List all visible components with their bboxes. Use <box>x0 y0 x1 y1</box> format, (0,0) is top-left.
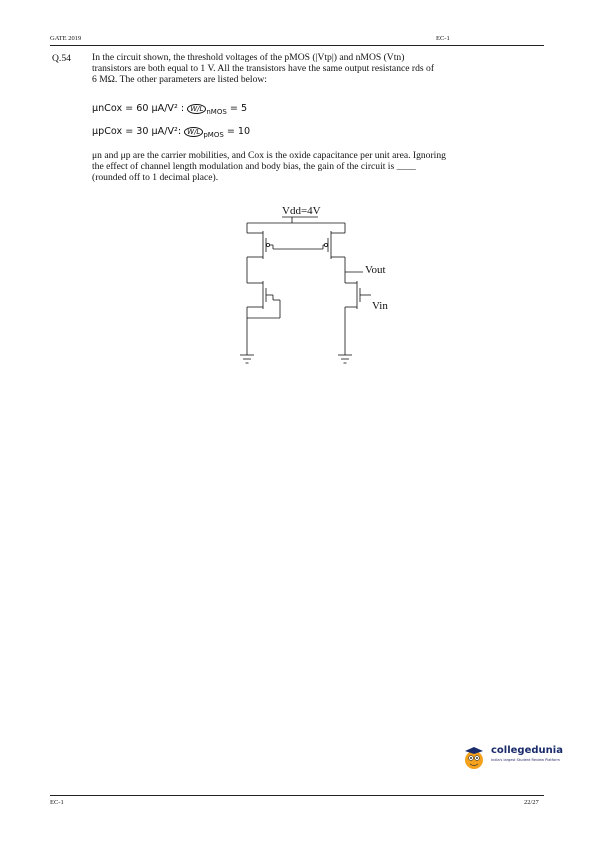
param-pmos-subscript: pMOS <box>203 131 224 139</box>
collegedunia-wordmark: collegedunia <box>491 745 563 756</box>
param-nmos-lhs: μnCox = 60 μA/V² : <box>92 103 185 114</box>
question-number: Q.54 <box>52 53 71 64</box>
question-intro-line-1: In the circuit shown, the threshold volt… <box>92 52 405 63</box>
param-nmos-value: = 5 <box>229 103 248 114</box>
param-pmos-value: = 10 <box>226 126 251 137</box>
question-body-line-3: (rounded off to 1 decimal place). <box>92 172 219 183</box>
question-body-line-2: the effect of channel length modulation … <box>92 161 416 172</box>
question-intro-line-2: transistors are both equal to 1 V. All t… <box>92 62 435 74</box>
question-intro-line-3: 6 MΩ. The other parameters are listed be… <box>92 73 267 85</box>
collegedunia-logo-icon <box>465 747 483 769</box>
header-exam-name: GATE 2019 <box>50 35 82 42</box>
param-nmos-subscript: nMOS <box>206 108 227 116</box>
pmos-right-gate-bubble <box>324 243 329 248</box>
header-paper-code: EC-1 <box>436 35 450 42</box>
param-pmos-lhs: μpCox = 30 μA/V²: <box>92 126 182 137</box>
footer-page-number: 22/27 <box>524 799 539 806</box>
vout-label: Vout <box>365 264 386 276</box>
footer-paper-code: EC-1 <box>50 799 64 806</box>
vdd-label: Vdd=4V <box>282 205 321 217</box>
question-body-line-1: μn and μp are the carrier mobilities, an… <box>92 150 446 161</box>
question-intro: In the circuit shown, the threshold volt… <box>92 52 544 86</box>
header-divider <box>50 45 544 46</box>
circuit-diagram: Vdd=4V Vout Vin <box>240 205 388 364</box>
pmos-left-gate-bubble <box>266 243 271 248</box>
param-nmos-ratio: W/L <box>187 104 207 114</box>
param-pmos-ratio: W/L <box>184 127 204 137</box>
footer-divider <box>50 795 544 796</box>
vin-label: Vin <box>372 300 388 312</box>
collegedunia-tagline: India's largest Student Review Platform <box>491 758 560 762</box>
question-body: μn and μp are the carrier mobilities, an… <box>92 150 544 183</box>
